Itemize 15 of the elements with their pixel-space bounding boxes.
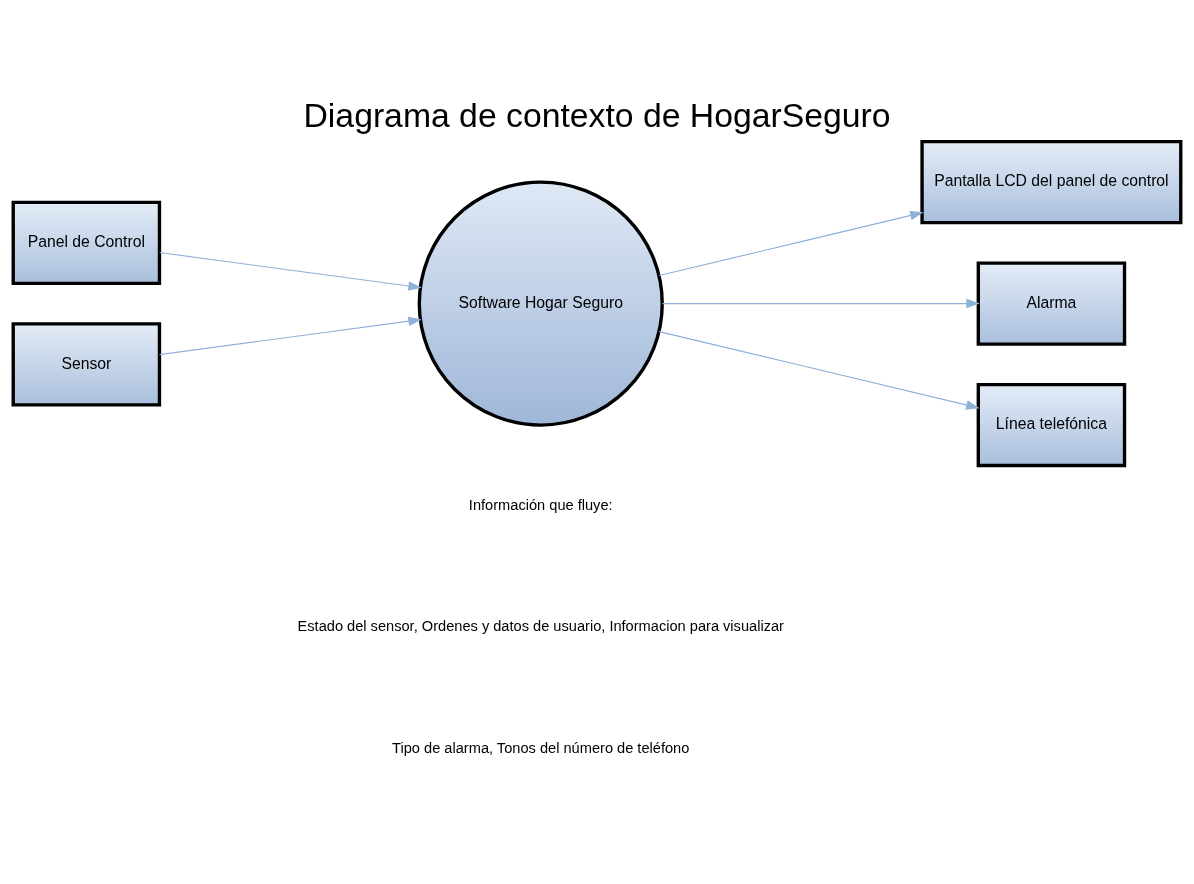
label: Estado del sensor, Ordenes y datos de usuario, Informacion para visualizar xyxy=(297,617,784,634)
node-box: Alarma xyxy=(976,260,1127,346)
node-circle: Software Hogar Seguro xyxy=(417,179,664,427)
diagram-title: Diagrama de contexto de HogarSeguro xyxy=(303,95,891,134)
node-box: Pantalla LCD del panel de control xyxy=(920,139,1183,224)
node-box: Sensor xyxy=(11,321,162,406)
arrow xyxy=(658,330,980,410)
node-box: Línea telefónica xyxy=(976,382,1127,467)
arrow xyxy=(661,298,980,308)
arrow xyxy=(159,251,422,291)
node-box: Panel de Control xyxy=(11,200,162,285)
arrow xyxy=(159,316,422,355)
label: Información que fluye: xyxy=(468,496,613,513)
arrow xyxy=(658,210,924,276)
label: Tipo de alarma, Tonos del número de teléfono xyxy=(392,739,690,756)
